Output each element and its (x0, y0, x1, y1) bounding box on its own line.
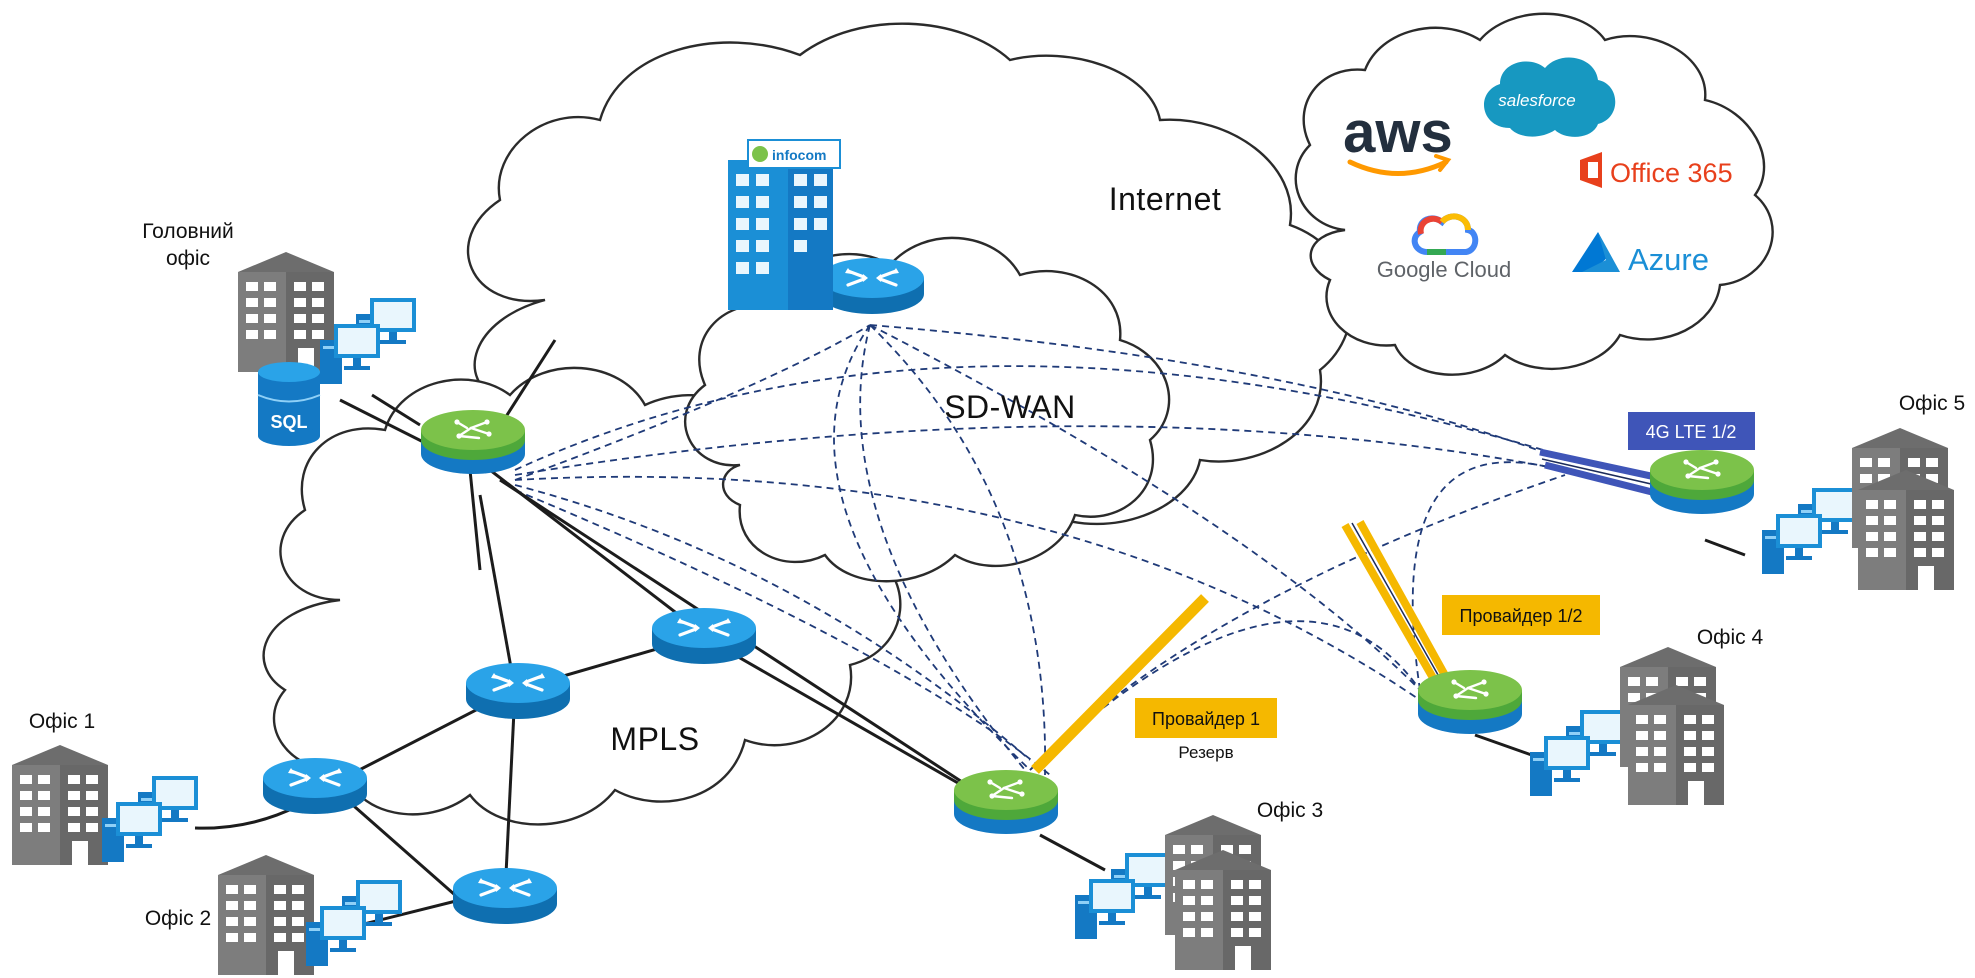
provider12-links (1341, 520, 1456, 692)
lte-badge: 4G LTE 1/2 (1628, 412, 1755, 450)
mpls-router-east (650, 606, 758, 666)
provider1-badge: Провайдер 1 (1135, 698, 1277, 738)
salesforce-logo: salesforce (1483, 57, 1616, 137)
office4-site: Офіс 4 (1530, 626, 1763, 805)
provider12-text: Провайдер 1/2 (1460, 606, 1583, 626)
sdwan-router-office4 (1416, 668, 1524, 736)
office365-logo: Office 365 (1580, 152, 1733, 188)
head-office-label-line2: офіс (166, 247, 210, 270)
internet-label: Internet (1109, 181, 1222, 217)
lte-links (1539, 448, 1661, 498)
office2-site: Офіс 2 (145, 855, 402, 975)
office5-workstations-icon (1762, 488, 1858, 574)
sdwan-label: SD-WAN (944, 389, 1076, 425)
head-office-building-icon (238, 252, 334, 372)
sdwan-router-office3 (952, 768, 1060, 836)
mpls-label: MPLS (610, 721, 699, 757)
provider12-badge: Провайдер 1/2 (1442, 595, 1600, 635)
office4-label: Офіс 4 (1697, 626, 1764, 649)
provider1-link (1031, 594, 1209, 774)
salesforce-text: salesforce (1498, 91, 1575, 110)
office2-building-icon (218, 855, 314, 975)
office5-site: Офіс 5 (1762, 392, 1965, 590)
office3-building-icon-2 (1175, 850, 1271, 970)
infocom-logo-text: infocom (772, 147, 826, 163)
office3-workstations-icon (1075, 853, 1171, 939)
azure-logo: Azure (1572, 232, 1709, 277)
azure-text: Azure (1628, 242, 1709, 277)
mpls-router-south (451, 866, 559, 926)
office365-text: Office 365 (1610, 158, 1733, 188)
mpls-router-center (464, 661, 572, 721)
sdwan-overlay-links (514, 324, 1566, 776)
head-office-label-line1: Головний (142, 220, 234, 243)
office1-label: Офіс 1 (29, 710, 95, 733)
lte-text: 4G LTE 1/2 (1646, 422, 1737, 442)
mpls-router-west (261, 756, 369, 816)
sql-label: SQL (270, 412, 307, 432)
google-cloud-logo: Google Cloud (1377, 213, 1512, 282)
office2-workstations-icon (306, 880, 402, 966)
head-office-workstations-icon (320, 298, 416, 384)
office3-site: Офіс 3 (1075, 799, 1323, 970)
sdwan-router-head-office (419, 408, 527, 476)
office4-building-icon-2 (1628, 685, 1724, 805)
aws-text: aws (1343, 100, 1453, 165)
head-office-site: SQL Головний офіс (142, 220, 421, 446)
cloud-services-cloud (1294, 12, 1774, 376)
sql-database-icon: SQL (257, 362, 321, 446)
office2-label: Офіс 2 (145, 907, 211, 930)
sdwan-router-office5 (1648, 448, 1756, 516)
office3-label: Офіс 3 (1257, 799, 1323, 822)
infocom-building: infocom (728, 139, 841, 310)
office1-workstations-icon (102, 776, 198, 862)
office1-site: Офіс 1 (12, 710, 198, 865)
google-cloud-text: Google Cloud (1377, 257, 1512, 282)
office4-workstations-icon (1530, 710, 1626, 796)
office5-building-icon-2 (1858, 470, 1954, 590)
office5-label: Офіс 5 (1899, 392, 1965, 415)
infocom-router (818, 256, 926, 316)
aws-logo: aws (1343, 100, 1453, 176)
reserve-text: Резерв (1178, 743, 1233, 762)
office1-building-icon (12, 745, 108, 865)
provider1-text: Провайдер 1 (1152, 709, 1260, 729)
